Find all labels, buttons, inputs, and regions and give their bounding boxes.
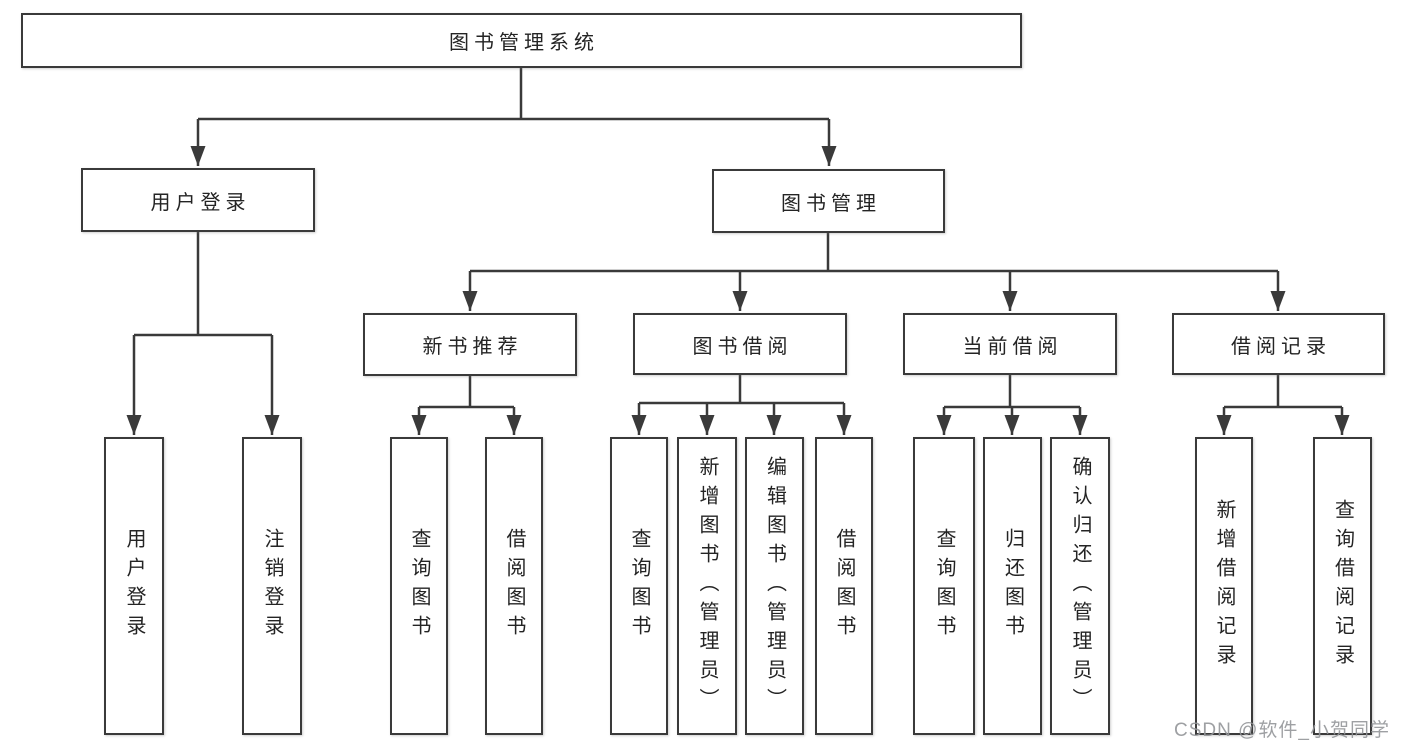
leaf-borrow-books: 借阅图书 [815,437,873,735]
node-borrowing-records: 借阅记录 [1172,313,1385,375]
leaf-confirm-return-admin: 确认归还（管理员） [1050,437,1110,735]
leaf-recommend-query-books-label: 查询图书 [408,528,430,644]
leaf-add-books-admin: 新增图书（管理员） [677,437,737,735]
node-new-book-recommend-label: 新书推荐 [422,336,523,358]
node-new-book-recommend: 新书推荐 [363,313,577,376]
leaf-add-borrow-record: 新增借阅记录 [1195,437,1253,735]
node-book-management-label: 图书管理 [781,192,881,215]
leaf-logout-label: 注销登录 [261,528,283,644]
leaf-user-login-label: 用户登录 [123,528,145,644]
node-book-borrowing: 图书借阅 [633,313,847,375]
leaf-edit-books-admin: 编辑图书（管理员） [745,437,804,735]
node-root: 图书管理系统 [21,13,1022,68]
node-borrowing-records-label: 借阅记录 [1231,335,1331,358]
leaf-user-login: 用户登录 [104,437,164,735]
leaf-recommend-borrow-books: 借阅图书 [485,437,543,735]
leaf-recommend-query-books: 查询图书 [390,437,448,735]
leaf-borrow-query-books: 查询图书 [610,437,668,735]
leaf-current-query-books-label: 查询图书 [933,528,955,644]
leaf-add-borrow-record-label: 新增借阅记录 [1213,499,1235,673]
node-user-login-label: 用户登录 [150,191,251,214]
leaf-return-books-label: 归还图书 [1001,528,1024,644]
node-root-label: 图书管理系统 [449,32,599,54]
node-current-borrowing-label: 当前借阅 [962,335,1063,358]
node-book-management: 图书管理 [712,169,945,233]
leaf-confirm-return-admin-label: 确认归还（管理员） [1069,455,1091,717]
leaf-query-borrow-record-label: 查询借阅记录 [1331,499,1354,673]
leaf-current-query-books: 查询图书 [913,437,975,735]
node-book-borrowing-label: 图书借阅 [692,335,793,358]
csdn-watermark: CSDN @软件_小贺同学 [1174,720,1390,741]
node-current-borrowing: 当前借阅 [903,313,1117,375]
leaf-return-books: 归还图书 [983,437,1042,735]
node-user-login: 用户登录 [81,168,315,232]
leaf-edit-books-admin-label: 编辑图书（管理员） [763,455,786,717]
leaf-query-borrow-record: 查询借阅记录 [1313,437,1372,735]
leaf-recommend-borrow-books-label: 借阅图书 [503,528,525,644]
leaf-borrow-query-books-label: 查询图书 [628,528,650,644]
leaf-add-books-admin-label: 新增图书（管理员） [696,455,718,717]
leaf-borrow-books-label: 借阅图书 [833,528,855,644]
leaf-logout: 注销登录 [242,437,302,735]
